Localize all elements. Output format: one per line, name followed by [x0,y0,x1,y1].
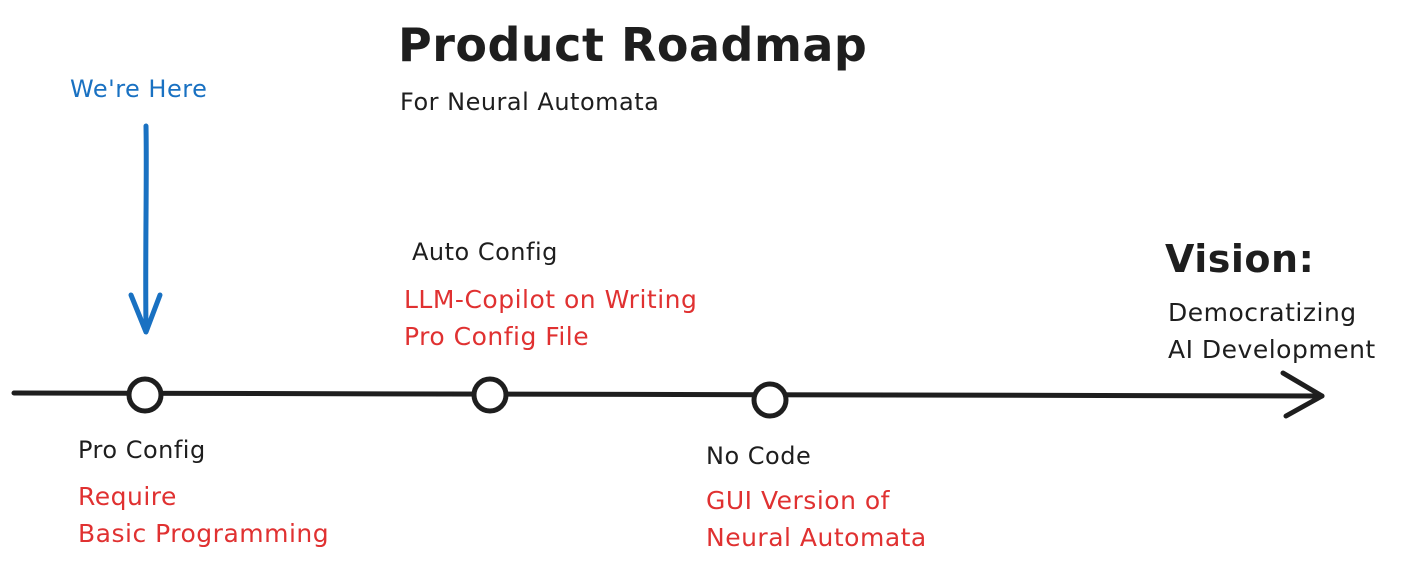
milestone-label-pro-config: Pro Config [78,436,206,464]
milestone-note-no-code: GUI Version of Neural Automata [706,486,927,552]
milestone-node-pro-config [126,376,164,414]
timeline-arrowhead [1280,370,1325,419]
vision-text: Democratizing AI Development [1168,298,1376,364]
milestone-label-no-code: No Code [706,442,812,470]
vision-title: Vision: [1165,237,1315,281]
page-subtitle: For Neural Automata [400,88,660,116]
milestone-node-auto-config [471,376,509,414]
page-title: Product Roadmap [398,18,868,72]
milestone-node-no-code [751,381,789,419]
here-arrow-shaft [143,123,149,333]
milestone-label-auto-config: Auto Config [412,238,558,266]
milestone-note-pro-config: Require Basic Programming [78,482,330,548]
current-position-label: We're Here [70,75,208,103]
timeline-line [11,390,1325,399]
milestone-note-auto-config: LLM-Copilot on Writing Pro Config File [404,285,698,351]
here-arrow-head [128,292,163,335]
